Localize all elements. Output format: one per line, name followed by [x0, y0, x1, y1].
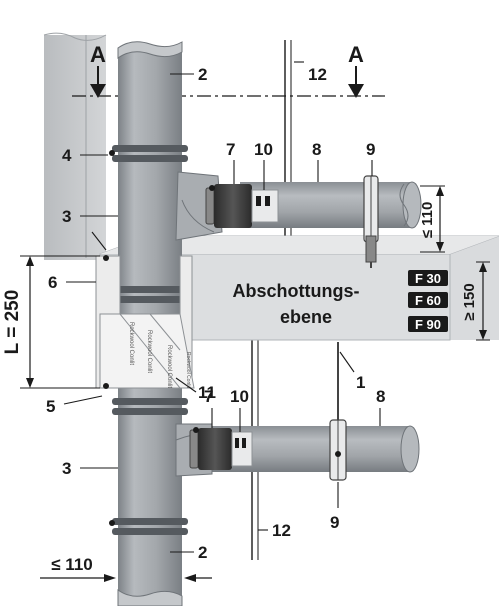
callout-1: 1 — [356, 373, 365, 392]
callout-8-bottom: 8 — [376, 387, 385, 406]
dimension-slab-thickness-label: ≥ 150 — [461, 283, 478, 320]
callout-10-bottom: 10 — [230, 387, 249, 406]
lower-branch-fittings — [189, 427, 253, 470]
wall-left — [43, 32, 107, 260]
pipe-hanger-lower — [329, 342, 347, 481]
socket-rings — [109, 145, 188, 535]
dimension-pipe-diameter — [40, 574, 212, 582]
sleeve-print-3: Rockwool Conlit — [166, 345, 172, 388]
callout-8-top: 8 — [312, 140, 321, 159]
dimension-branch-distance-label: ≤ 110 — [419, 202, 436, 239]
callout-9-bottom: 9 — [330, 513, 339, 532]
callout-11: 11 — [198, 383, 216, 402]
fire-rating-badge-2: F 60 — [408, 292, 448, 308]
callout-3-bottom: 3 — [62, 459, 71, 478]
callout-5: 5 — [46, 397, 55, 416]
callout-12-bottom: 12 — [272, 521, 291, 540]
section-mark-right: A — [348, 42, 364, 67]
callout-7-top: 7 — [226, 140, 235, 159]
callout-4: 4 — [62, 146, 72, 165]
section-mark-left: A — [90, 42, 106, 67]
upper-branch-fittings — [205, 184, 279, 228]
fire-sleeve — [95, 255, 195, 389]
leader-lines — [63, 61, 381, 553]
sleeve-print-1: Rockwool Conlit — [128, 322, 134, 365]
dimension-slab-length — [20, 255, 100, 389]
fire-rating-badge-1: F 30 — [408, 270, 448, 286]
fire-rating-3: F 90 — [415, 317, 441, 332]
slab-label-line1: Abschottungs- — [233, 281, 360, 301]
dimension-branch-distance — [420, 185, 445, 253]
callout-10-top: 10 — [254, 140, 273, 159]
callout-2-top: 2 — [198, 65, 207, 84]
callout-9-top: 9 — [366, 140, 375, 159]
pipe-hanger-upper — [363, 175, 379, 268]
sleeve-print-4: Rockwool Conlit — [185, 352, 191, 388]
callout-3-top: 3 — [62, 207, 71, 226]
fire-rating-badge-3: F 90 — [408, 316, 448, 332]
callout-6: 6 — [48, 273, 57, 292]
callout-7-bottom: 7 — [204, 387, 213, 406]
dimension-pipe-diameter-label: ≤ 110 — [51, 555, 92, 574]
sleeve-print-2: Rockwool Conlit — [146, 330, 152, 373]
callout-12-top: 12 — [308, 65, 327, 84]
fire-rating-1: F 30 — [415, 271, 441, 286]
dimension-slab-thickness — [476, 261, 490, 341]
callout-2-bottom: 2 — [198, 543, 207, 562]
dimension-slab-length-label: L = 250 — [2, 290, 23, 355]
fire-rating-2: F 60 — [415, 293, 441, 308]
slab-label-line2: ebene — [280, 307, 332, 327]
